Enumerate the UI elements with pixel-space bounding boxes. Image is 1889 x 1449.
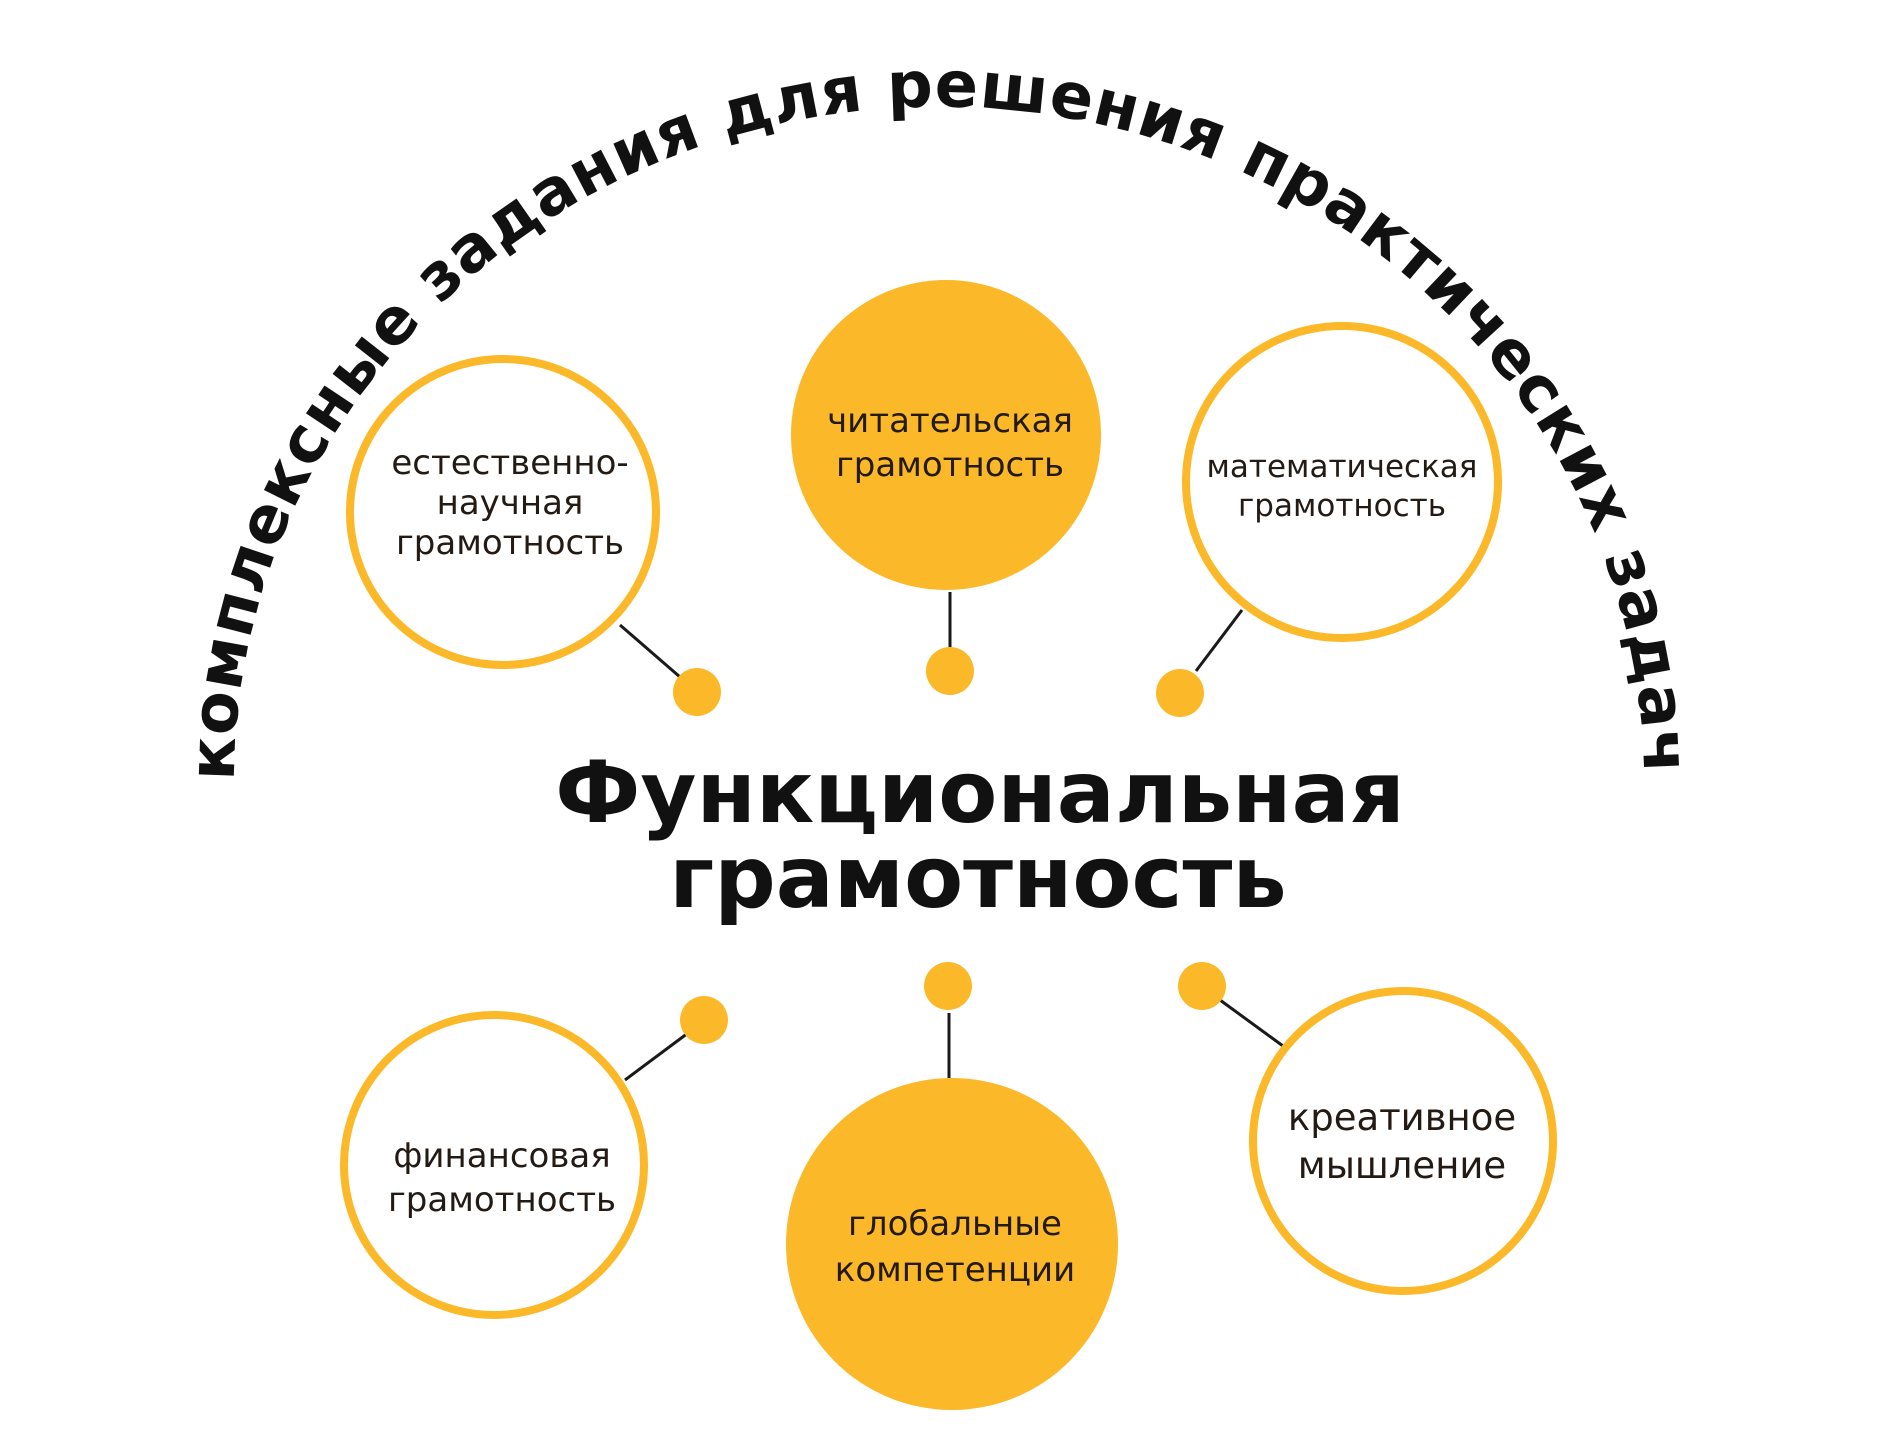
connectors xyxy=(619,592,1284,1082)
node-label: научная xyxy=(437,483,584,523)
node-label: читательская xyxy=(827,401,1073,441)
node-label: финансовая xyxy=(393,1136,610,1176)
node-math: математическая грамотность xyxy=(1182,322,1502,642)
node-circle xyxy=(786,1078,1118,1410)
connector-dot xyxy=(673,668,721,716)
node-circle xyxy=(1249,987,1557,1295)
connector-line xyxy=(1194,609,1244,672)
connector-dots xyxy=(673,647,1226,1044)
node-global: глобальные компетенции xyxy=(786,1078,1118,1410)
connector-line xyxy=(619,623,681,679)
node-creative: креативное мышление xyxy=(1249,987,1557,1295)
connector-dot xyxy=(1156,669,1204,717)
node-natural-science: естественно- научная грамотность xyxy=(346,355,660,669)
node-circle xyxy=(340,1011,648,1319)
node-label: грамотность xyxy=(396,523,624,563)
node-circle xyxy=(791,280,1101,590)
connector-dot xyxy=(1178,962,1226,1010)
node-circle xyxy=(1182,322,1502,642)
connector-line xyxy=(624,1031,689,1082)
node-label: креативное xyxy=(1288,1096,1516,1139)
node-financial: финансовая грамотность xyxy=(340,1011,648,1319)
title-line-1: Функциональная xyxy=(555,743,1405,843)
connector-line xyxy=(1219,998,1284,1048)
node-label: грамотность xyxy=(1238,488,1446,524)
node-label: мышление xyxy=(1298,1144,1506,1187)
node-label: глобальные xyxy=(848,1204,1062,1244)
connector-dot xyxy=(926,647,974,695)
node-label: грамотность xyxy=(836,445,1064,485)
node-label: грамотность xyxy=(388,1180,616,1220)
node-label: компетенции xyxy=(835,1250,1075,1290)
node-label: естественно- xyxy=(391,443,628,483)
connector-dot xyxy=(680,996,728,1044)
node-reading: читательская грамотность xyxy=(791,280,1101,590)
node-label: математическая xyxy=(1207,449,1478,485)
title-line-2: грамотность xyxy=(669,828,1286,928)
connector-dot xyxy=(924,962,972,1010)
node-circle xyxy=(346,355,660,669)
